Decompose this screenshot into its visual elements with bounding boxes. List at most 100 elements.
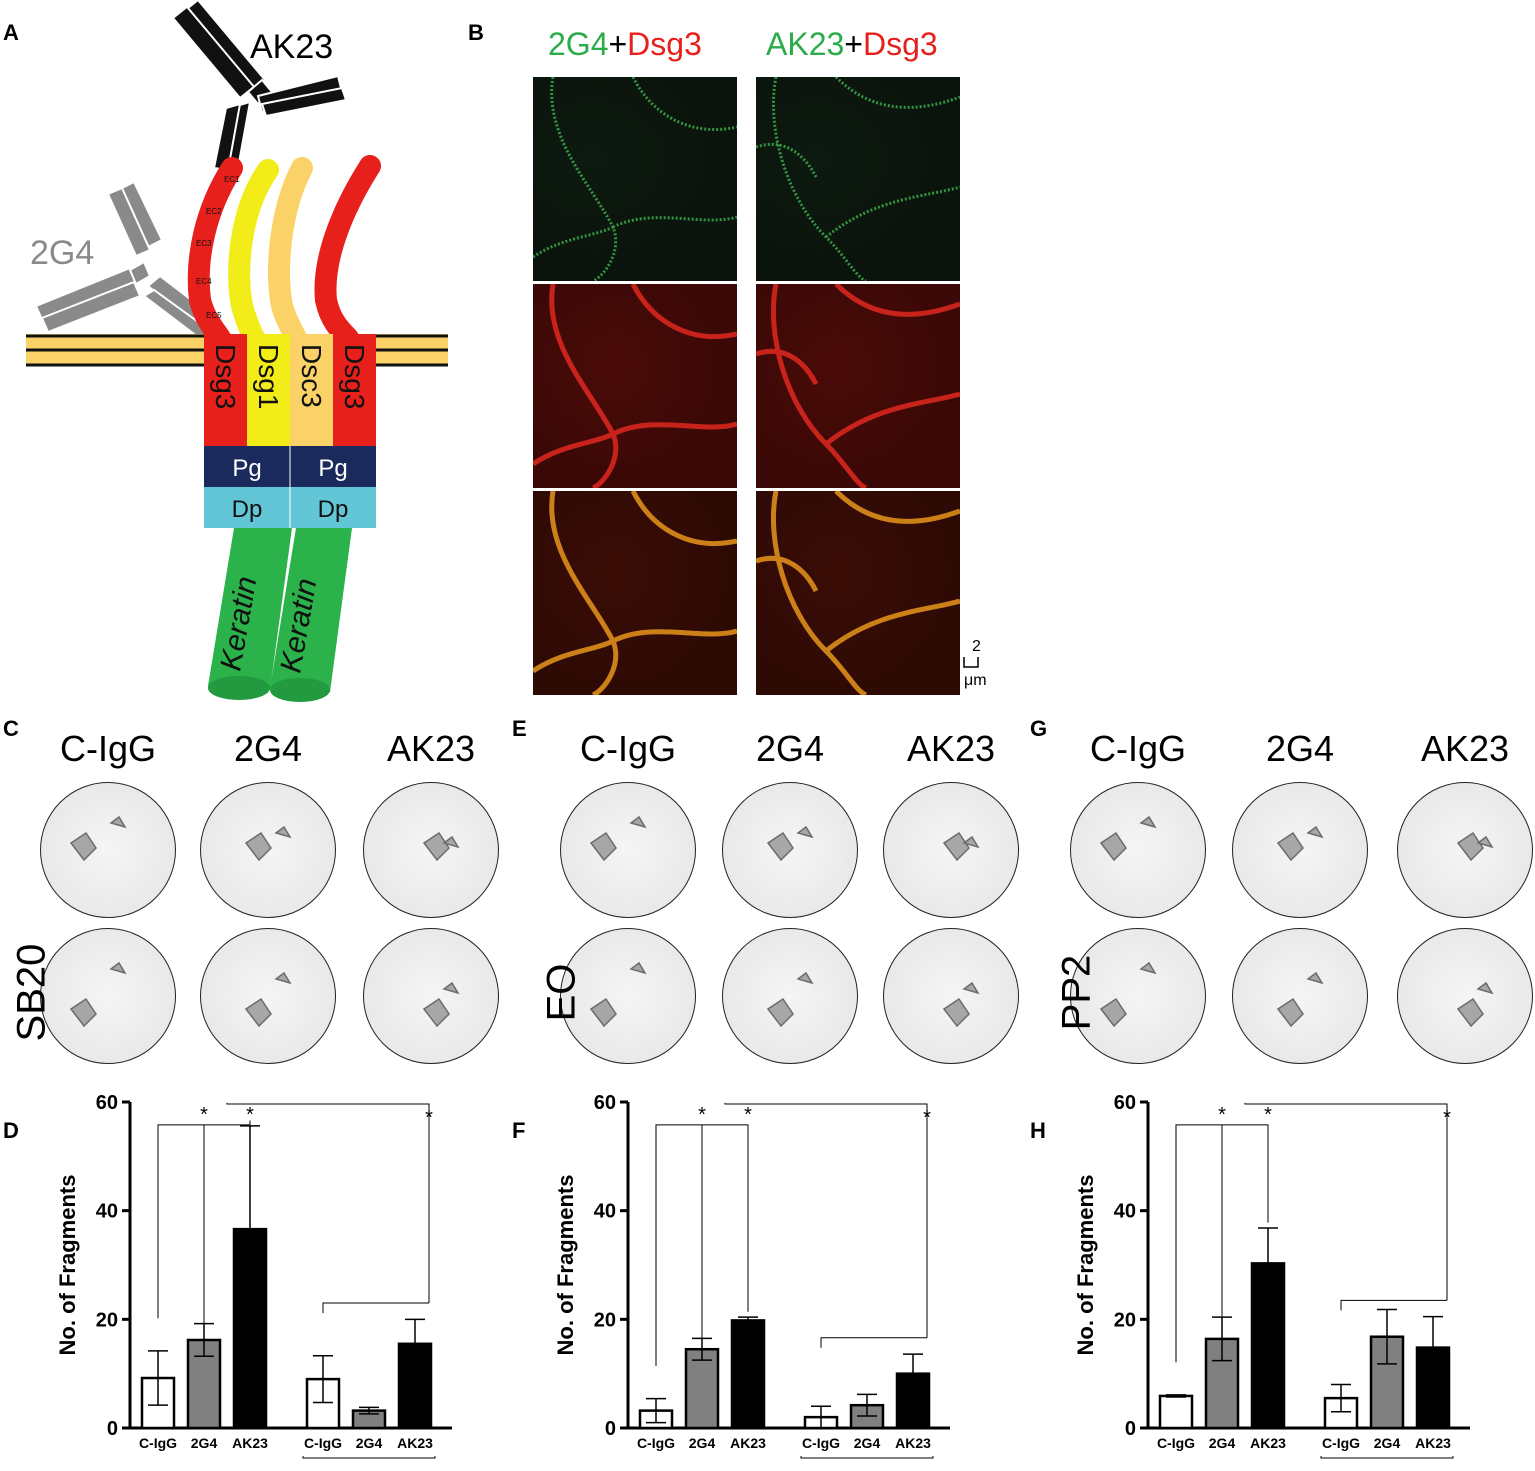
y-axis-label: No. of Fragments <box>1073 1175 1098 1356</box>
culture-dish-untreated <box>722 782 858 918</box>
y-tick-label: 40 <box>1114 1201 1136 1223</box>
culture-dish-untreated <box>200 782 336 918</box>
scale-unit: μm <box>964 672 987 689</box>
ec-label: EC5 <box>206 311 222 320</box>
treatment-bracket <box>1320 1456 1454 1459</box>
culture-dish-treated <box>200 928 336 1064</box>
keratin-filament-right <box>270 528 352 702</box>
culture-dish-treated <box>883 928 1019 1064</box>
culture-dish-treated <box>560 928 696 1064</box>
dsg3-box-right <box>333 334 376 446</box>
micrograph-ak23-red <box>756 284 960 488</box>
pg-label-right: Pg <box>318 455 347 482</box>
y-tick-label: 60 <box>96 1092 118 1114</box>
significance-star: * <box>1443 1107 1451 1129</box>
culture-dish-untreated <box>1232 782 1368 918</box>
significance-star: * <box>246 1104 254 1126</box>
culture-dish-treated <box>363 928 499 1064</box>
bar <box>730 1319 766 1430</box>
dsg3-label-right: Dsg3 <box>339 344 370 409</box>
significance-bracket <box>655 1124 749 1367</box>
dsg3-box-left <box>204 334 247 446</box>
dsg3-label-left: Dsg3 <box>210 344 241 409</box>
significance-star: * <box>923 1107 931 1129</box>
dsc3-box <box>290 334 333 446</box>
ec-label: EC3 <box>196 239 212 248</box>
micrograph-ak23-merge <box>756 491 960 695</box>
culture-dish-untreated <box>1070 782 1206 918</box>
significance-bracket <box>322 1302 429 1314</box>
2g4-label: 2G4 <box>30 234 94 272</box>
x-tick-label: AK23 <box>1415 1435 1451 1451</box>
significance-bracket <box>226 1102 430 1304</box>
panel-label-a: A <box>3 20 19 45</box>
x-tick-label: 2G4 <box>689 1435 716 1451</box>
x-tick-label: 2G4 <box>854 1435 881 1451</box>
dish-column-header: AK23 <box>1420 728 1510 769</box>
x-tick-label: 2G4 <box>356 1435 383 1451</box>
culture-dish-untreated <box>883 782 1019 918</box>
dsc3-label: Dsc3 <box>296 344 327 408</box>
stain-plus: + <box>844 26 863 62</box>
ak23-antibody <box>171 0 348 172</box>
x-tick-label: AK23 <box>1250 1435 1286 1451</box>
panel-label-b: B <box>468 20 484 45</box>
ak23-label: AK23 <box>250 28 333 66</box>
treatment-bracket <box>302 1456 436 1459</box>
panel-label-d: D <box>3 1118 19 1143</box>
dish-column-header: AK23 <box>386 728 476 769</box>
panel-b-col1-title: 2G4+Dsg3 <box>548 26 702 63</box>
x-tick-label: 2G4 <box>1209 1435 1236 1451</box>
treatment-row-label: SB20 <box>9 943 54 1042</box>
significance-bracket <box>820 1337 927 1348</box>
dish-column-header: 2G4 <box>233 728 303 769</box>
x-tick-label: 2G4 <box>191 1435 218 1451</box>
y-tick-label: 60 <box>1114 1092 1136 1114</box>
stain-dsg3: Dsg3 <box>862 26 938 62</box>
panel-label-g: G <box>1030 716 1048 741</box>
culture-dish-untreated <box>363 782 499 918</box>
panel-label-h: H <box>1030 1118 1046 1143</box>
significance-bracket <box>1340 1299 1447 1311</box>
dish-column-header: 2G4 <box>755 728 825 769</box>
treatment-row-label: PP2 <box>1054 954 1099 1031</box>
treatment-bracket <box>800 1456 934 1459</box>
culture-dish-treated <box>722 928 858 1064</box>
bar <box>1158 1394 1194 1430</box>
stain-dsg3: Dsg3 <box>627 26 702 62</box>
culture-dish-untreated <box>1397 782 1533 918</box>
dsg3-ectodomain-right <box>314 155 381 349</box>
treatment-row-label: EO <box>539 963 584 1022</box>
panel-label-c: C <box>3 716 19 741</box>
ec-label: EC1 <box>224 175 240 184</box>
significance-star: * <box>1264 1104 1272 1126</box>
y-tick-label: 20 <box>594 1309 616 1331</box>
significance-bracket <box>1175 1124 1269 1363</box>
2g4-antibody <box>34 180 222 342</box>
significance-star: * <box>744 1104 752 1126</box>
pg-box-left <box>204 446 290 487</box>
culture-dish-treated <box>1070 928 1206 1064</box>
keratin-filament-left <box>208 528 292 700</box>
dsg1-box <box>247 334 290 446</box>
ec-label: EC4 <box>196 277 212 286</box>
dsg3-ectodomain-left <box>187 157 243 349</box>
x-tick-label: C-IgG <box>1322 1435 1360 1451</box>
pg-box-right <box>290 446 376 487</box>
x-tick-label: C-IgG <box>1157 1435 1195 1451</box>
y-tick-label: 20 <box>96 1309 118 1331</box>
y-tick-label: 0 <box>1125 1418 1136 1440</box>
y-tick-label: 60 <box>594 1092 616 1114</box>
dp-label-right: Dp <box>318 496 349 523</box>
culture-dish-treated <box>1397 928 1533 1064</box>
x-tick-label: AK23 <box>895 1435 931 1451</box>
x-tick-label: C-IgG <box>139 1435 177 1451</box>
x-tick-label: C-IgG <box>637 1435 675 1451</box>
dp-label-left: Dp <box>232 496 263 523</box>
panel-b-col2-title: AK23+Dsg3 <box>766 26 938 63</box>
panel-label-e: E <box>512 716 527 741</box>
significance-bracket <box>724 1102 928 1338</box>
scale-bar <box>963 657 979 668</box>
x-tick-label: AK23 <box>730 1435 766 1451</box>
dish-column-header: 2G4 <box>1265 728 1335 769</box>
